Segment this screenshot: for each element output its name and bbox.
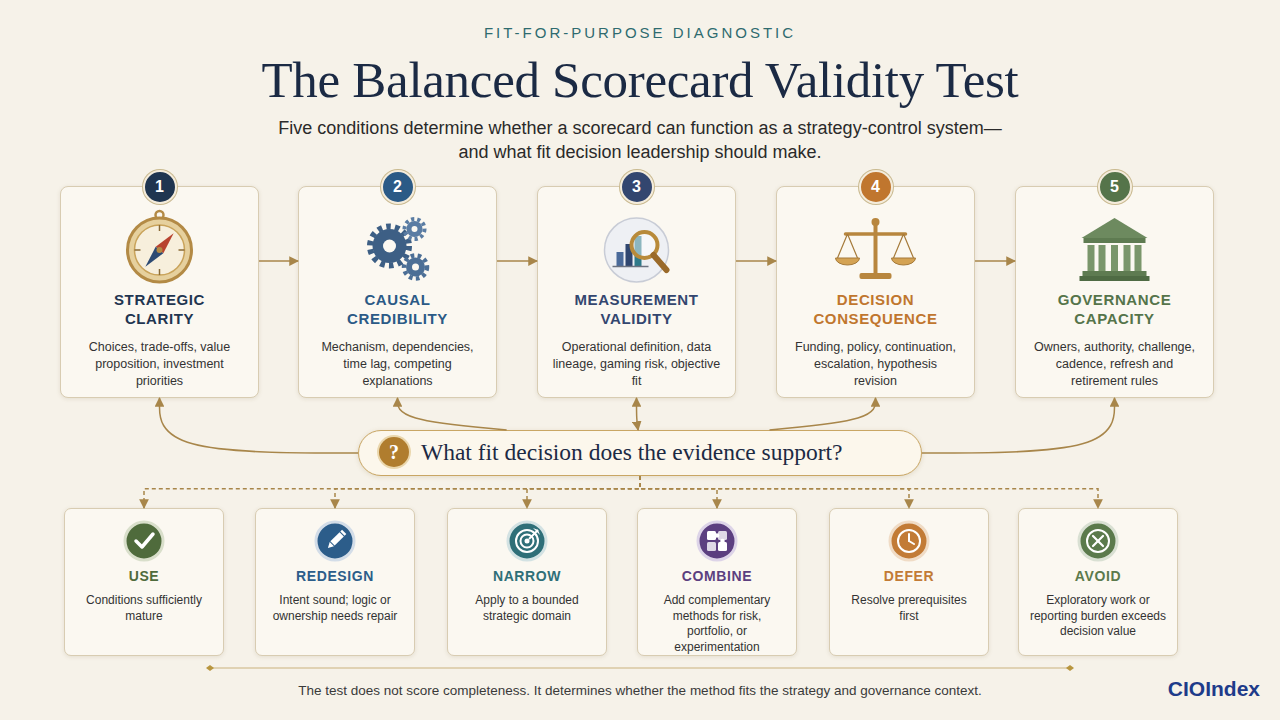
condition-box: 4DECISION CONSEQUENCEFunding, policy, co…	[776, 186, 975, 398]
step-number: 3	[620, 170, 654, 204]
bottom-rule	[206, 665, 1074, 671]
node-heading: NARROW	[454, 567, 600, 585]
node-description: Add complementary methods for risk, port…	[648, 593, 786, 655]
node-heading: MEASUREMENT VALIDITY	[560, 290, 713, 328]
dashed-connector	[640, 476, 1098, 508]
node-description: Exploratory work or reporting burden exc…	[1029, 593, 1167, 640]
bottom-rule	[210, 667, 1070, 668]
node-heading: STRATEGIC CLARITY	[83, 290, 236, 328]
node-heading: CAUSAL CREDIBILITY	[321, 290, 474, 328]
brand-logo: CIOIndex	[1120, 676, 1260, 702]
node-heading: USE	[71, 567, 217, 585]
connector-arrow	[160, 398, 359, 453]
node-description: Funding, policy, continuation, escalatio…	[791, 339, 960, 390]
subtitle: Five conditions determine whether a scor…	[275, 116, 1005, 164]
node-description: Conditions sufficiently mature	[75, 593, 213, 624]
node-description: Intent sound; logic or ownership needs r…	[266, 593, 404, 624]
condition-box: 1STRATEGIC CLARITYChoices, trade-offs, v…	[60, 186, 259, 398]
step-number: 2	[381, 170, 415, 204]
step-number: 4	[859, 170, 893, 204]
node-description: Choices, trade-offs, value proposition, …	[75, 339, 244, 390]
node-description: Apply to a bounded strategic domain	[458, 593, 596, 624]
node-heading: DECISION CONSEQUENCE	[799, 290, 952, 328]
connector-arrow	[637, 398, 639, 430]
node-heading: REDESIGN	[262, 567, 408, 585]
question-pill: ? What fit decision does the evidence sup…	[358, 430, 922, 476]
node-heading: AVOID	[1025, 567, 1171, 585]
step-number: 5	[1098, 170, 1132, 204]
node-heading: GOVERNANCE CAPACITY	[1038, 290, 1191, 328]
connector-arrow	[736, 260, 776, 262]
connector-arrow	[259, 260, 298, 262]
decision-box: COMBINE Add complementary methods for ris…	[637, 508, 797, 656]
footer-caption: The test does not score completeness. It…	[190, 682, 1090, 700]
connector-arrow	[497, 260, 537, 262]
decision-box: NARROW Apply to a bounded strategic domai…	[447, 508, 607, 656]
condition-box: 2CAUSAL CREDIBILITYMechanism, dependenci…	[298, 186, 497, 398]
node-heading: COMBINE	[644, 567, 790, 585]
question-text: What fit decision does the evidence supp…	[421, 431, 911, 474]
kicker-label: FIT-FOR-PURPOSE DIAGNOSTIC	[0, 23, 1280, 43]
dashed-connector	[144, 476, 640, 508]
node-description: Resolve prerequisites first	[840, 593, 978, 624]
decision-box: REDESIGN Intent sound; logic or ownership…	[255, 508, 415, 656]
question-mark: ?	[379, 437, 409, 467]
dashed-connector	[335, 476, 640, 508]
decision-box: DEFER Resolve prerequisites first	[829, 508, 989, 656]
dashed-connector	[527, 476, 640, 508]
connector-arrow	[770, 398, 876, 430]
dashed-connector	[640, 476, 717, 508]
node-description: Mechanism, dependencies, time lag, compe…	[313, 339, 482, 390]
decision-box: USE Conditions sufficiently mature	[64, 508, 224, 656]
bottom-rule	[206, 665, 214, 671]
node-description: Owners, authority, challenge, cadence, r…	[1030, 339, 1199, 390]
connector-arrow	[975, 260, 1015, 262]
connector-arrow	[922, 398, 1115, 453]
dashed-connector	[640, 476, 909, 508]
page-title: The Balanced Scorecard Validity Test	[0, 50, 1280, 110]
decision-box: AVOID Exploratory work or reporting burde…	[1018, 508, 1178, 656]
step-number: 1	[143, 170, 177, 204]
bottom-rule	[1066, 665, 1074, 671]
connector-arrow	[398, 398, 507, 430]
condition-box: 5GOVERNANCE CAPACITYOwners, authority, c…	[1015, 186, 1214, 398]
condition-box: 3MEASUREMENT VALIDITYOperational definit…	[537, 186, 736, 398]
node-description: Operational definition, data lineage, ga…	[552, 339, 721, 390]
node-heading: DEFER	[836, 567, 982, 585]
